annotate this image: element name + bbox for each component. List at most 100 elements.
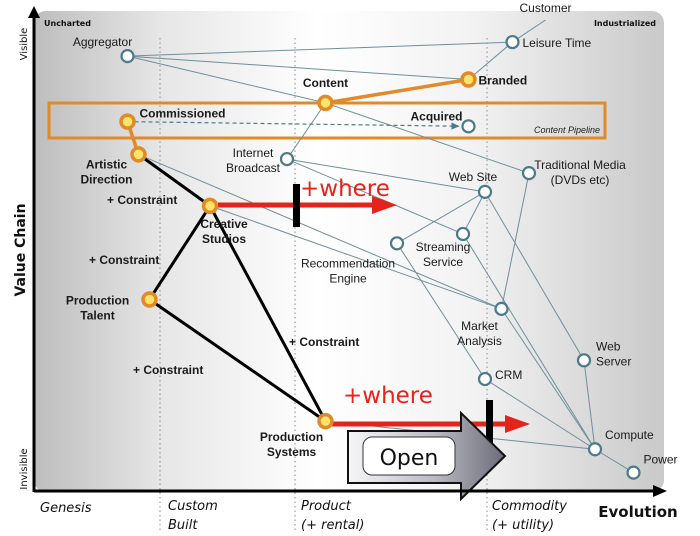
- link-artistic-direction-to-market-analysis: [138, 153, 502, 310]
- link-internet-broadcast-to-web-site: [286, 158, 486, 193]
- constraint-link-creative-studios-to-production-talent: [148, 205, 212, 301]
- constraint-label-3: + Constraint: [289, 335, 359, 349]
- link-content-to-internet-broadcast: [286, 102, 326, 160]
- stage-product-line2: (+ rental): [301, 518, 364, 533]
- node-marker-production-systems: [317, 412, 334, 430]
- constraint-label-1: + Constraint: [107, 193, 177, 207]
- node-marker-crm: [477, 371, 493, 387]
- node-marker-leisure-time: [505, 34, 520, 50]
- node-marker-market-analysis: [494, 301, 509, 316]
- node-label-recommendation-engine: Engine: [329, 271, 367, 285]
- node-marker-streaming-service: [455, 226, 471, 242]
- node-label-market-analysis: Market: [461, 319, 498, 333]
- stage-genesis: Genesis: [40, 501, 92, 516]
- node-label-aggregator: Aggregator: [73, 35, 132, 49]
- node-crm: CRM: [477, 368, 522, 387]
- node-traditional-media: Traditional Media(DVDs etc): [521, 158, 626, 187]
- node-marker-power: [626, 465, 641, 480]
- where-label-top: +where: [300, 176, 390, 202]
- node-marker-web-site: [477, 184, 493, 199]
- node-marker-web-server: [576, 353, 592, 368]
- node-label-traditional-media: (DVDs etc): [551, 173, 610, 187]
- open-label: Open: [380, 446, 439, 471]
- node-marker-content: [317, 94, 334, 112]
- node-label-web-site: Web Site: [449, 170, 498, 184]
- where-arrow-top-head: [372, 196, 397, 214]
- node-marker-traditional-media: [521, 166, 537, 181]
- node-label-streaming-service: Streaming: [416, 240, 471, 254]
- y-axis-title: Value Chain: [13, 203, 29, 296]
- node-marker-creative-studios: [201, 197, 219, 215]
- node-label-production-talent: Talent: [80, 308, 114, 322]
- node-label-content: Content: [303, 76, 348, 90]
- node-compute: Compute: [587, 428, 654, 457]
- links-layer: [125, 19, 634, 474]
- node-label-branded: Branded: [479, 74, 528, 88]
- node-label-compute: Compute: [605, 428, 654, 442]
- stage-custom-line2: Built: [168, 518, 198, 533]
- link-content-to-traditional-media: [325, 102, 530, 174]
- node-label-power: Power: [644, 453, 678, 467]
- node-branded: Branded: [460, 71, 528, 88]
- node-label-traditional-media: Traditional Media: [534, 158, 626, 172]
- x-axis-title: Evolution: [598, 503, 677, 521]
- node-power: Power: [626, 453, 678, 480]
- node-acquired: Acquired: [410, 109, 476, 134]
- x-axis-arrowhead: [653, 485, 667, 497]
- where-label-bottom: +where: [343, 383, 433, 409]
- constraint-label-4: + Constraint: [133, 363, 203, 377]
- node-label-production-talent: Production: [66, 293, 129, 307]
- node-aggregator: Aggregator: [73, 35, 135, 64]
- node-label-commissioned: Commissioned: [140, 107, 226, 121]
- link-web-site-to-web-server: [484, 191, 585, 361]
- node-label-artistic-direction: Artistic: [86, 157, 128, 171]
- node-web-site: Web Site: [449, 170, 498, 199]
- node-label-production-systems: Production: [260, 430, 323, 444]
- content-pipeline-label: Content Pipeline: [534, 125, 600, 135]
- y-axis-bottom-label: Invisible: [19, 448, 30, 489]
- node-label-market-analysis: Analysis: [457, 334, 502, 348]
- node-label-streaming-service: Service: [423, 255, 463, 269]
- link-commissioned-to-acquired-dashed: [127, 121, 460, 130]
- link-crm-to-compute: [484, 378, 596, 450]
- stage-custom-line1: Custom: [168, 499, 218, 514]
- node-marker-artistic-direction: [130, 146, 147, 163]
- link-web-server-to-compute: [583, 360, 596, 450]
- open-label-box: [362, 436, 456, 476]
- node-label-crm: CRM: [495, 368, 522, 382]
- corner-industrialized: Industrialized: [594, 19, 656, 28]
- node-label-web-server: Server: [596, 354, 631, 368]
- node-label-recommendation-engine: Recommendation: [301, 256, 395, 270]
- node-marker-acquired: [461, 119, 476, 134]
- node-marker-branded: [460, 71, 477, 88]
- link-traditional-media-to-market-analysis: [501, 173, 530, 309]
- link-creative-studios-to-market-analysis: [209, 205, 502, 310]
- constraint-link-creative-studios-to-production-systems: [208, 205, 327, 422]
- link-web-site-to-recommendation-engine: [396, 191, 486, 244]
- link-streaming-service-to-compute: [462, 233, 596, 450]
- stage-commodity-line2: (+ utility): [492, 518, 554, 533]
- inertia-bar-top: [293, 184, 300, 227]
- corner-uncharted: Uncharted: [44, 19, 91, 28]
- link-market-analysis-to-compute: [501, 308, 596, 450]
- node-marker-compute: [587, 442, 603, 457]
- y-axis-arrowhead: [28, 6, 40, 18]
- node-leisure-time: Leisure Time: [505, 34, 592, 50]
- link-web-site-to-streaming-service: [462, 191, 486, 235]
- node-label-internet-broadcast: Broadcast: [226, 161, 281, 175]
- stage-labels: Genesis Custom Built Product (+ rental) …: [40, 499, 567, 533]
- where-arrow-bottom: +where: [320, 383, 530, 445]
- link-leisure-time-to-aggregator: [127, 41, 513, 57]
- node-label-acquired: Acquired: [410, 109, 462, 123]
- inertia-bar-bottom: [486, 400, 493, 445]
- node-marker-production-talent: [141, 291, 158, 308]
